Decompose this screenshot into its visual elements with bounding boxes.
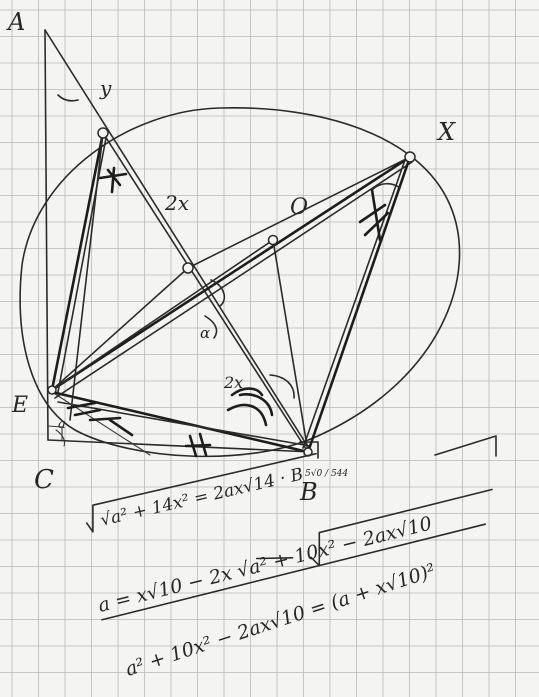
label-B: B	[299, 478, 318, 506]
segment-E-top-point	[50, 131, 105, 392]
angle-arc-A	[57, 94, 79, 102]
label-y: y	[99, 76, 112, 100]
segment-EX	[50, 155, 412, 392]
angle-hatch-B	[226, 387, 274, 427]
equation-2: a = x√10 − 2x √a² + 10x² − 2ax√10	[96, 512, 434, 616]
segment-CB	[47, 439, 313, 453]
label-X: X	[436, 118, 456, 146]
angle-arc-center	[210, 279, 226, 307]
label-a: a	[58, 417, 66, 432]
right-angle-mark-C	[47, 425, 63, 442]
eq1-radical	[85, 452, 317, 533]
eq2-radical	[310, 488, 493, 567]
angle-arc-C	[55, 429, 66, 447]
segment-E-O	[51, 239, 274, 391]
segment-AB	[44, 29, 311, 451]
angle-hatch-E	[66, 401, 134, 437]
label-2x-segment: 2x	[164, 191, 189, 215]
angle-hatch-top	[98, 166, 128, 194]
angle-hatch-bottom	[184, 432, 212, 458]
label-corner-marks: 5√0 / 544	[305, 468, 348, 479]
segment-EX-double	[54, 161, 413, 399]
point-on-AB-top	[97, 127, 109, 139]
label-O: O	[290, 195, 308, 220]
segment-top-E-bottom	[69, 132, 104, 421]
segment-BX-double	[302, 159, 406, 449]
segment-BX	[306, 155, 412, 454]
label-2x-angle: 2x	[223, 373, 243, 392]
label-E: E	[11, 393, 28, 418]
label-C: C	[34, 465, 54, 495]
point-on-AB-mid	[182, 262, 194, 274]
corner-bracket	[434, 435, 497, 457]
segment-AC	[44, 29, 49, 441]
angle-arc-right	[269, 374, 295, 399]
eq2-strike	[255, 556, 294, 560]
segment-mid-X	[187, 156, 411, 269]
circumscribed-circle	[19, 107, 461, 458]
point-O-marker	[267, 234, 279, 246]
segment-B-O	[272, 239, 309, 453]
segment-E-mid-point	[51, 267, 189, 391]
segment-E-C-tail	[51, 391, 151, 456]
angle-hatch-X	[358, 188, 390, 242]
eq2-underline	[101, 523, 487, 621]
angle-arc-mid	[204, 315, 218, 339]
segment-B-top-point	[102, 132, 309, 453]
angle-arc-X	[371, 182, 401, 191]
point-X-marker	[404, 151, 416, 163]
point-E-marker	[47, 385, 57, 395]
label-A: A	[6, 8, 25, 36]
label-small-angle: α	[200, 324, 210, 342]
segment-EB	[50, 390, 310, 454]
right-angle-mark-B	[299, 441, 319, 459]
